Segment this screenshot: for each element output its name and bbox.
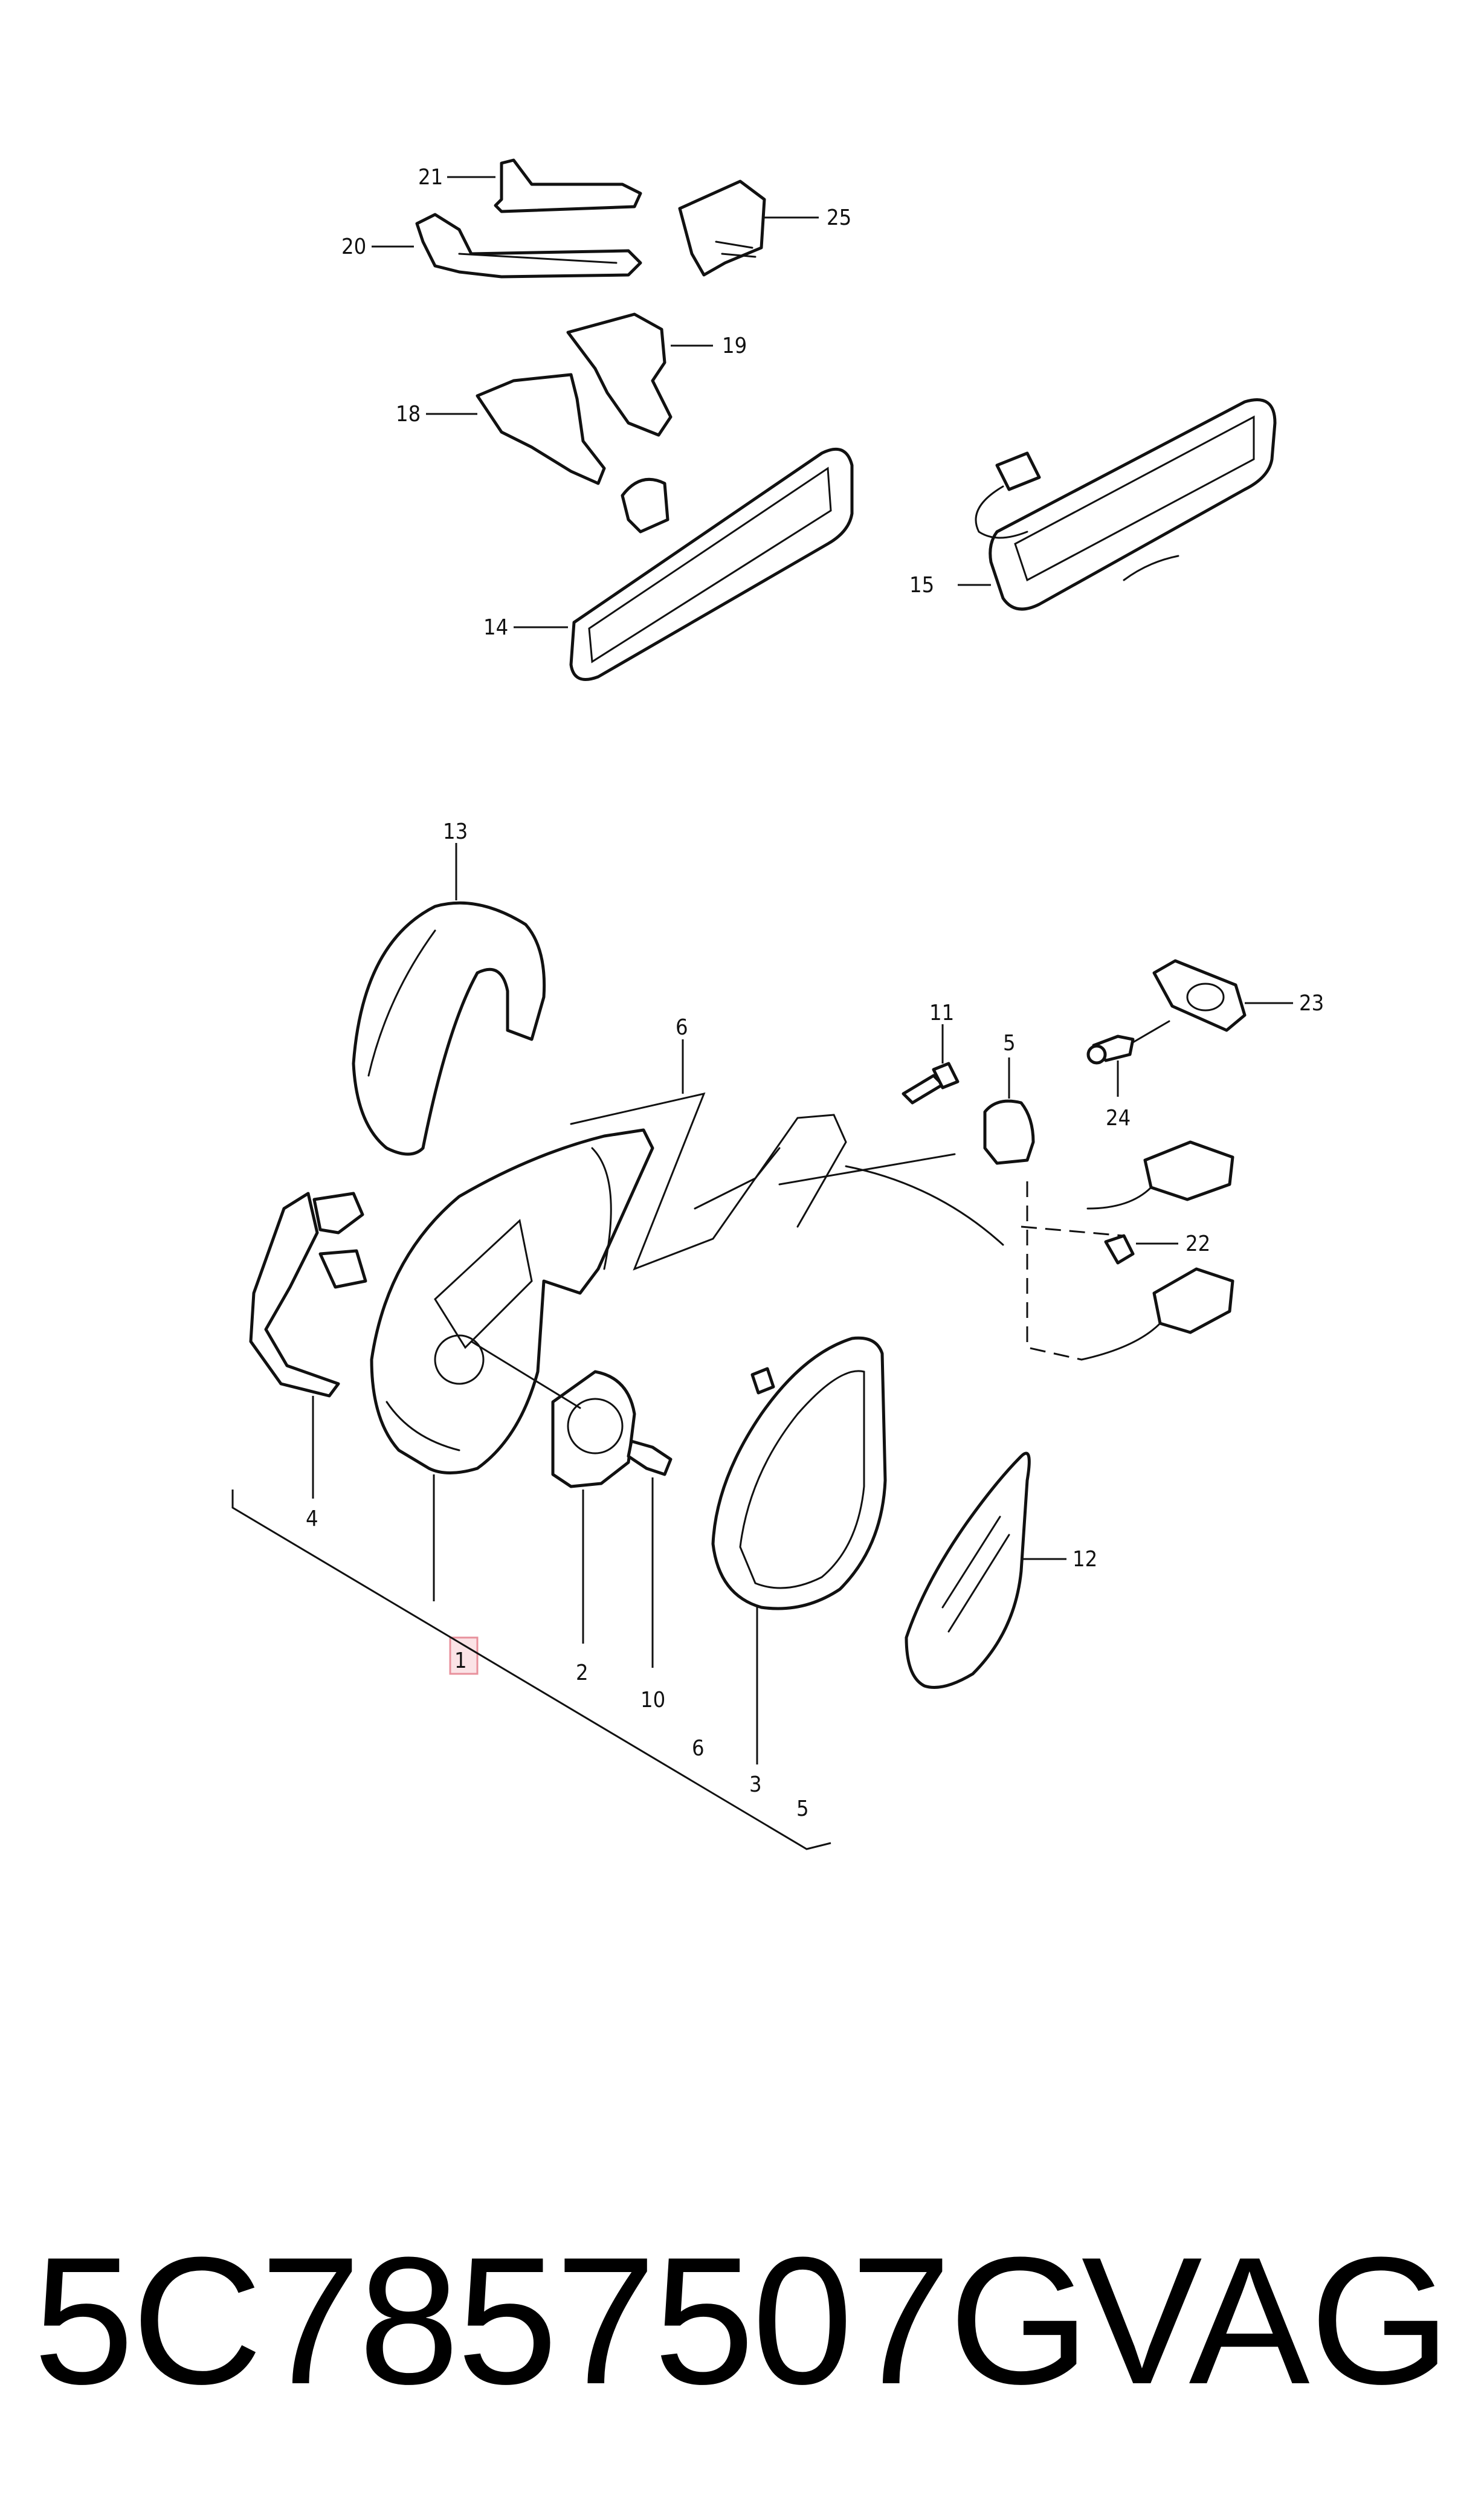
callout-23: 23 bbox=[1299, 991, 1324, 1016]
callout-1-highlight bbox=[449, 1636, 479, 1675]
callout-18: 18 bbox=[396, 402, 421, 427]
exploded-parts-diagram: 21 20 25 19 18 14 15 bbox=[231, 158, 1324, 1850]
part-18-cover-half bbox=[476, 373, 606, 485]
callout-4: 4 bbox=[306, 1506, 318, 1531]
part-20-bracket bbox=[415, 213, 642, 279]
callout-24: 24 bbox=[1106, 1106, 1131, 1131]
part-21-cover bbox=[494, 158, 642, 213]
part-25-clip bbox=[678, 179, 766, 277]
callout-5: 5 bbox=[1003, 1031, 1016, 1056]
callout-3: 3 bbox=[749, 1772, 762, 1797]
part-3-mirror-glass-carrier bbox=[711, 1336, 887, 1610]
part-23-bracket bbox=[1152, 959, 1247, 1032]
part-22-connector bbox=[845, 1140, 1234, 1361]
callout-25: 25 bbox=[827, 205, 851, 230]
callout-19: 19 bbox=[722, 334, 747, 358]
callout-11: 11 bbox=[929, 1001, 954, 1025]
baseline-callout-6: 6 bbox=[692, 1736, 705, 1761]
part-12-mirror-glass bbox=[905, 1451, 1031, 1689]
brand-label: VAG bbox=[1081, 2219, 1451, 2422]
callout-10: 10 bbox=[640, 1688, 665, 1713]
part-13-mirror-cap bbox=[352, 901, 546, 1156]
callout-13: 13 bbox=[443, 819, 468, 844]
callout-22: 22 bbox=[1186, 1232, 1210, 1256]
part-1-mirror-housing bbox=[370, 1128, 654, 1474]
part-19-cover-half bbox=[566, 312, 673, 437]
callout-20: 20 bbox=[341, 234, 366, 259]
callout-21: 21 bbox=[418, 165, 443, 190]
part-5-cover-cap bbox=[983, 1099, 1035, 1165]
callout-6: 6 bbox=[676, 1015, 688, 1040]
part-14-interior-mirror bbox=[569, 447, 854, 681]
part-number-label: 5C7857507G bbox=[33, 2219, 1090, 2422]
baseline-callout-5: 5 bbox=[796, 1796, 809, 1821]
callout-1: 1 bbox=[454, 1648, 467, 1673]
callout-14: 14 bbox=[483, 615, 508, 640]
part-2-adjust-motor bbox=[470, 1340, 636, 1488]
callout-2: 2 bbox=[576, 1661, 589, 1685]
part-24-screw bbox=[1086, 1020, 1170, 1065]
assembly-baseline bbox=[231, 1490, 831, 1850]
part-11-bolt bbox=[902, 1062, 960, 1105]
callout-12: 12 bbox=[1073, 1547, 1097, 1572]
part-6-mirror-base bbox=[570, 1092, 956, 1271]
part-10-screw bbox=[627, 1439, 673, 1476]
part-4-turn-signal bbox=[249, 1192, 367, 1398]
callout-15: 15 bbox=[909, 573, 934, 598]
part-15-interior-mirror-wired bbox=[975, 398, 1277, 611]
